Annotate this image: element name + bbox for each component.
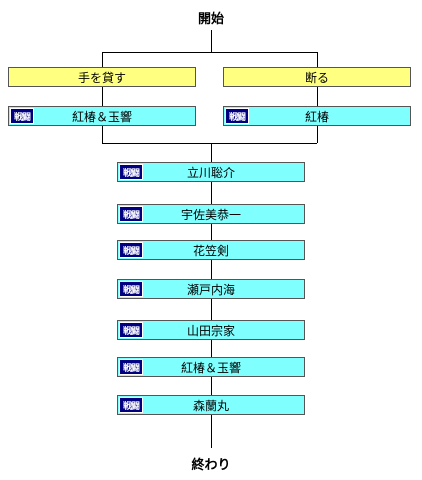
connector-left-choice-battle (102, 87, 103, 106)
battle-badge-icon: 戦闘 (119, 397, 144, 413)
connector-right-merge (317, 126, 318, 143)
sequence-battle-4[interactable]: 戦闘 瀬戸内海 (117, 279, 305, 299)
sequence-battle-1[interactable]: 戦闘 立川聡介 (117, 162, 305, 182)
battle-label: 山田宗家 (186, 323, 235, 338)
choice-refuse[interactable]: 断る (223, 67, 411, 87)
battle-badge-icon: 戦闘 (119, 281, 144, 297)
choice-lend-hand[interactable]: 手を貸す (8, 67, 196, 87)
battle-label: 紅椿＆玉響 (180, 360, 241, 375)
battle-label: 立川聡介 (186, 165, 235, 180)
sequence-battle-5[interactable]: 戦闘 山田宗家 (117, 320, 305, 340)
battle-badge-icon: 戦闘 (119, 206, 144, 222)
battle-badge-icon: 戦闘 (119, 242, 144, 258)
sequence-battle-7[interactable]: 戦闘 森蘭丸 (117, 395, 305, 415)
branch-battle-right[interactable]: 戦闘 紅椿 (223, 106, 411, 126)
choice-label: 断る (304, 70, 329, 85)
end-label: 終わり (191, 458, 231, 473)
connector-right-down (317, 52, 318, 67)
battle-badge-icon: 戦闘 (119, 322, 144, 338)
sequence-battle-6[interactable]: 戦闘 紅椿＆玉響 (117, 357, 305, 377)
connector-start-down (211, 30, 212, 52)
battle-label: 宇佐美恭一 (180, 207, 241, 222)
battle-badge-icon: 戦闘 (10, 108, 35, 124)
battle-badge-icon: 戦闘 (119, 164, 144, 180)
connector-left-merge (102, 126, 103, 143)
sequence-battle-2[interactable]: 戦闘 宇佐美恭一 (117, 204, 305, 224)
battle-label: 紅椿 (304, 109, 329, 124)
battle-badge-icon: 戦闘 (225, 108, 250, 124)
battle-label: 森蘭丸 (192, 398, 229, 413)
choice-label: 手を貸す (77, 70, 126, 85)
battle-label: 紅椿＆玉響 (71, 109, 132, 124)
sequence-battle-3[interactable]: 戦闘 花笠剣 (117, 240, 305, 260)
battle-label: 瀬戸内海 (186, 282, 235, 297)
battle-label: 花笠剣 (192, 243, 229, 258)
battle-badge-icon: 戦闘 (119, 359, 144, 375)
start-label: 開始 (197, 12, 224, 27)
connector-branch-merge (102, 143, 317, 144)
connector-right-choice-battle (317, 87, 318, 106)
connector-left-down (102, 52, 103, 67)
branch-battle-left[interactable]: 戦闘 紅椿＆玉響 (8, 106, 196, 126)
connector-branch-split (102, 52, 317, 53)
